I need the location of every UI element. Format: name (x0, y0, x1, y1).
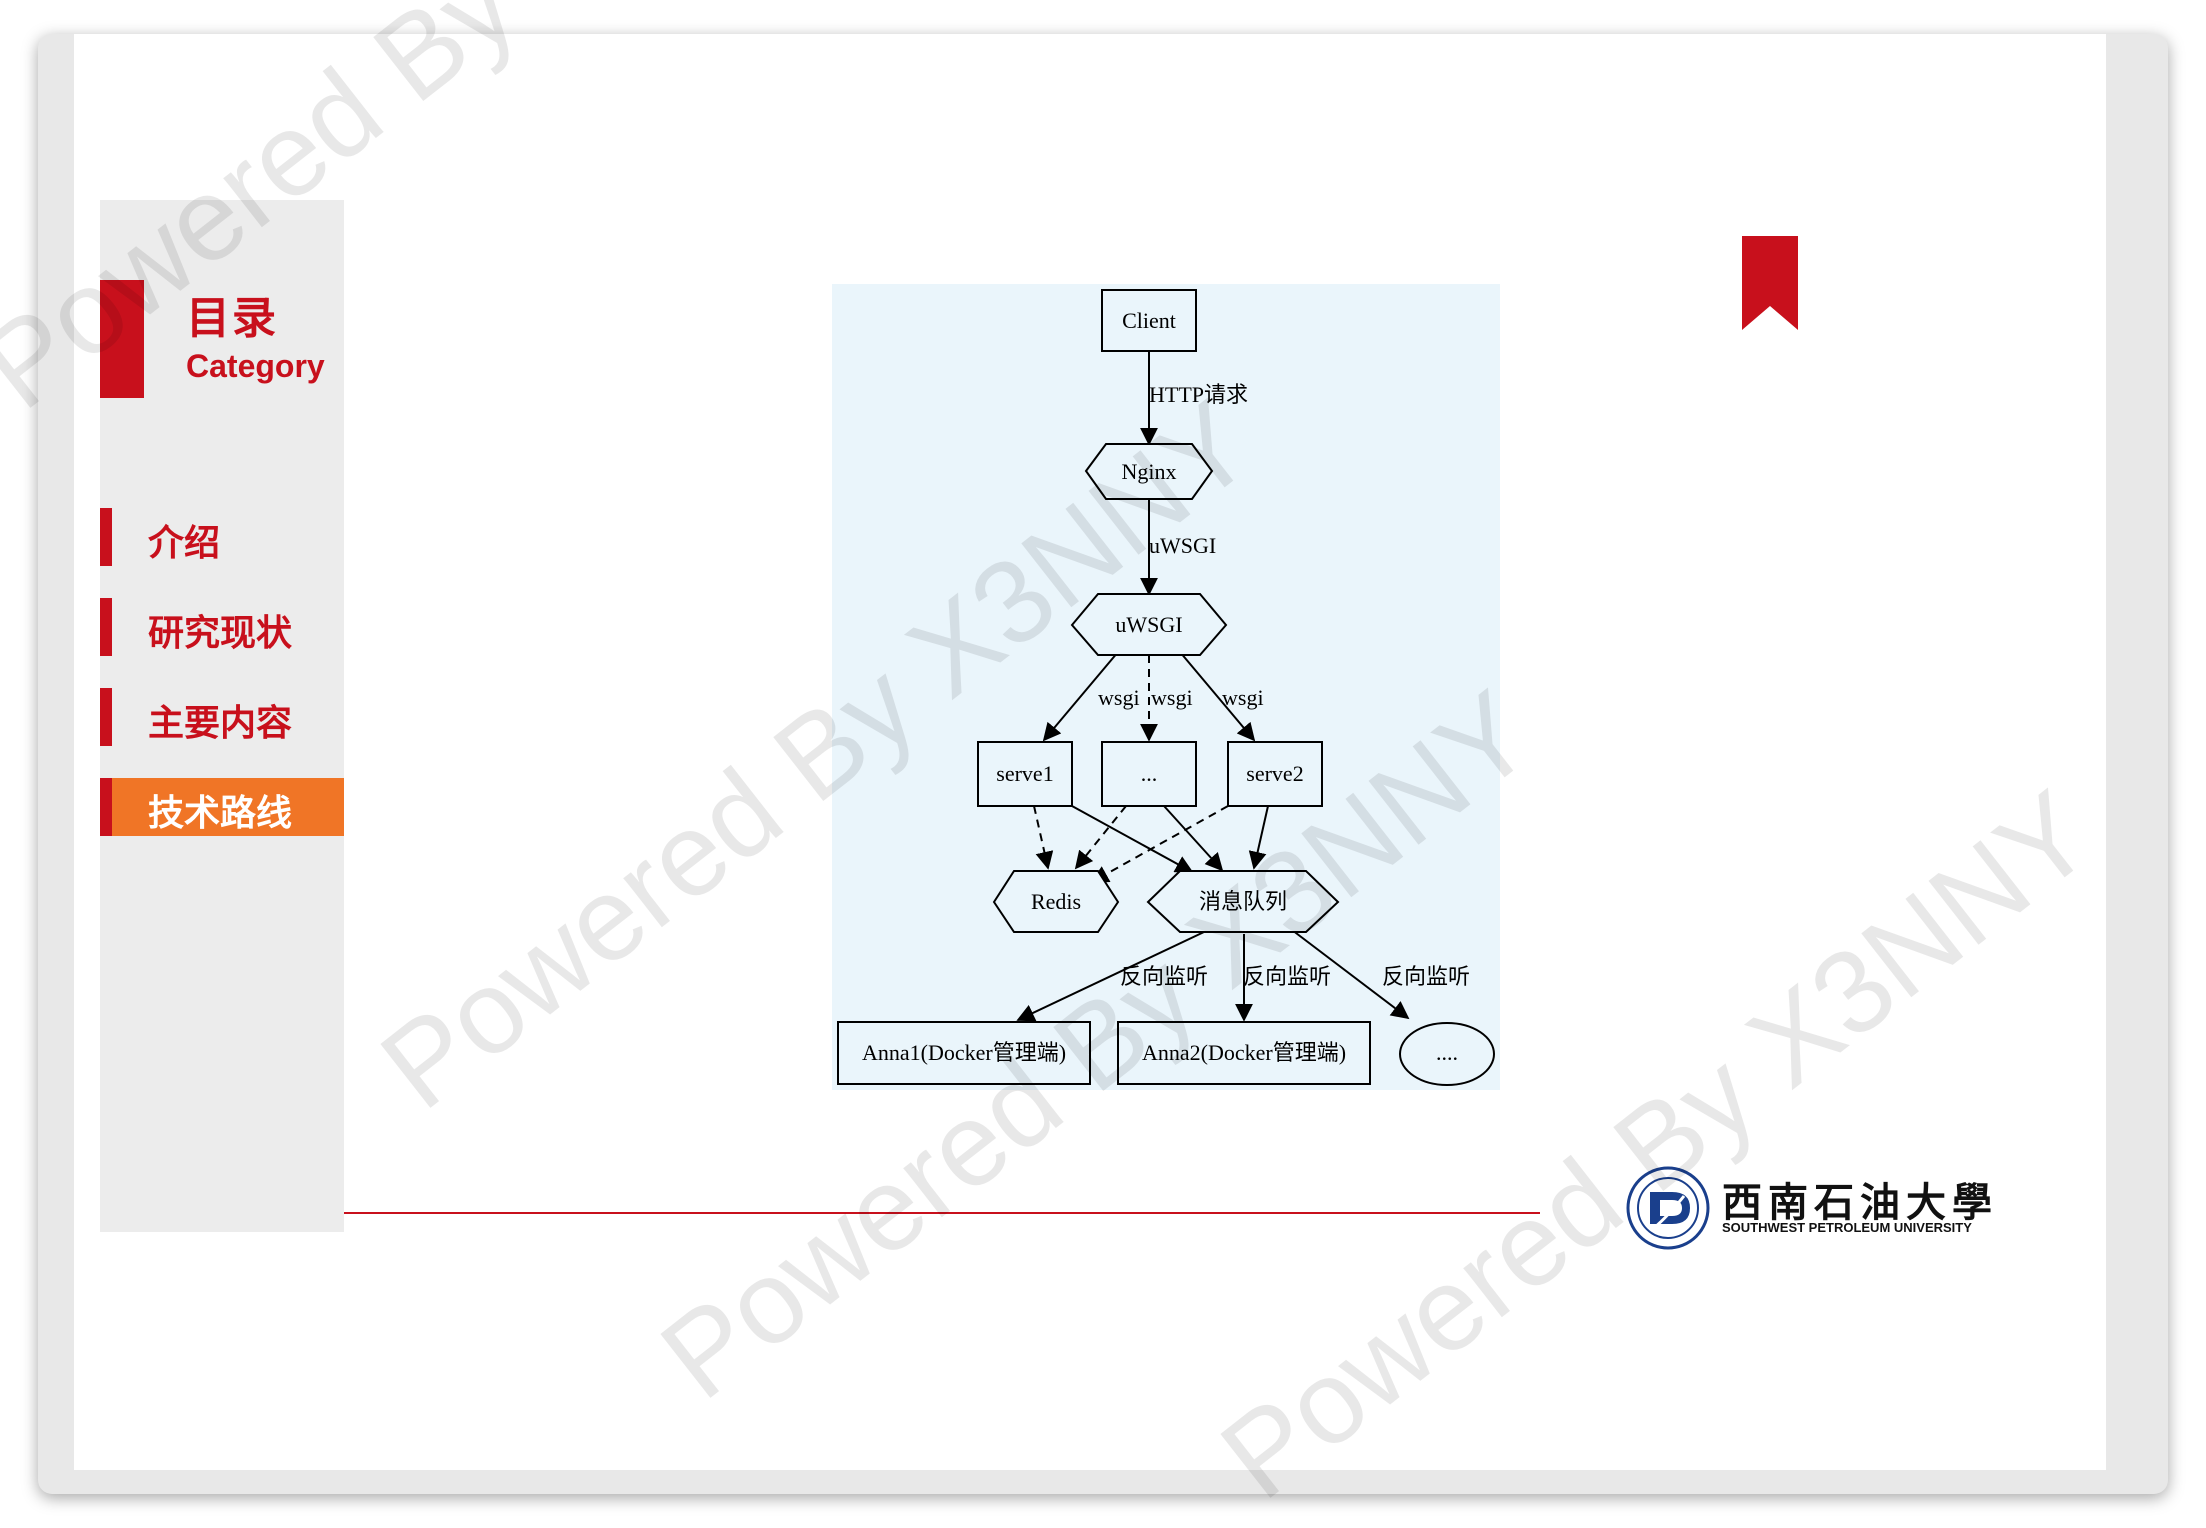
category-subtitle: Category (186, 348, 325, 384)
node-dots: ... (1101, 741, 1197, 807)
university-name-cn: 西南石油大學 (1722, 1179, 1998, 1226)
edge-uwsgi-serve1 (1042, 651, 1119, 742)
edge-label-wsgi-1: wsgi (1098, 685, 1140, 710)
edge-dots-mq (1163, 805, 1224, 872)
node-serve1: serve1 (977, 741, 1073, 807)
nav-marker (100, 598, 112, 656)
node-mq: 消息队列 (1146, 870, 1340, 933)
edge-label-listen-1: 反向监听 (1120, 964, 1208, 989)
node-client-label: Client (1122, 308, 1176, 333)
nav-item-main-content[interactable]: 主要内容 (100, 688, 344, 746)
node-anna1-label: Anna1(Docker管理端) (862, 1040, 1066, 1065)
nav-marker (100, 508, 112, 566)
node-mq-label: 消息队列 (1199, 889, 1287, 914)
node-client: Client (1101, 289, 1197, 352)
diagram-background (832, 284, 1500, 1090)
edge-label-uwsgi: uWSGI (1149, 533, 1216, 558)
edge-mq-anna1 (1016, 931, 1205, 1022)
nav-item-intro[interactable]: 介绍 (100, 508, 344, 566)
node-uwsgi: uWSGI (1070, 593, 1228, 656)
nav-item-label: 介绍 (148, 523, 221, 564)
edge-label-listen-3: 反向监听 (1382, 964, 1470, 989)
nav-marker (100, 688, 112, 746)
node-serve2: serve2 (1227, 741, 1323, 807)
node-redis: Redis (992, 870, 1120, 933)
node-serve2-label: serve2 (1246, 761, 1303, 786)
nav-item-label: 技术路线 (148, 793, 293, 834)
nav-item-label: 主要内容 (148, 703, 293, 744)
edge-label-wsgi-3: wsgi (1222, 685, 1264, 710)
node-anna2: Anna2(Docker管理端) (1117, 1021, 1371, 1085)
edge-label-wsgi-2: wsgi (1151, 685, 1193, 710)
edge-mq-more (1291, 929, 1410, 1020)
university-name-en: SOUTHWEST PETROLEUM UNIVERSITY (1722, 1220, 1972, 1235)
edge-uwsgi-serve2 (1179, 651, 1256, 742)
node-dots-label: ... (1141, 761, 1158, 786)
edge-label-listen-2: 反向监听 (1243, 964, 1331, 989)
node-nginx: Nginx (1084, 443, 1214, 500)
node-redis-label: Redis (1031, 889, 1081, 914)
footer-divider (344, 1212, 1540, 1214)
node-anna1: Anna1(Docker管理端) (837, 1021, 1091, 1085)
category-accent-bar (100, 280, 144, 398)
node-more: .... (1399, 1022, 1495, 1086)
nav-marker (100, 778, 112, 836)
nav-item-label: 研究现状 (148, 613, 293, 654)
nav-item-tech-route[interactable]: 技术路线 (100, 778, 344, 836)
node-anna2-label: Anna2(Docker管理端) (1142, 1040, 1346, 1065)
node-uwsgi-label: uWSGI (1115, 612, 1182, 637)
node-serve1-label: serve1 (996, 761, 1053, 786)
edge-serve1-redis (1033, 805, 1054, 870)
edge-serve2-redis (1090, 805, 1229, 883)
node-nginx-label: Nginx (1122, 459, 1177, 484)
bookmark-ribbon-icon (1742, 236, 1798, 330)
edge-dots-redis (1074, 805, 1127, 870)
category-title: 目录 (186, 293, 278, 344)
edge-serve1-mq (1071, 805, 1194, 873)
edge-serve2-mq (1248, 805, 1269, 870)
nav-item-research-status[interactable]: 研究现状 (100, 598, 344, 656)
node-more-label: .... (1436, 1040, 1458, 1065)
edge-label-http: HTTP请求 (1149, 382, 1248, 407)
university-emblem-icon (1626, 1166, 1710, 1250)
